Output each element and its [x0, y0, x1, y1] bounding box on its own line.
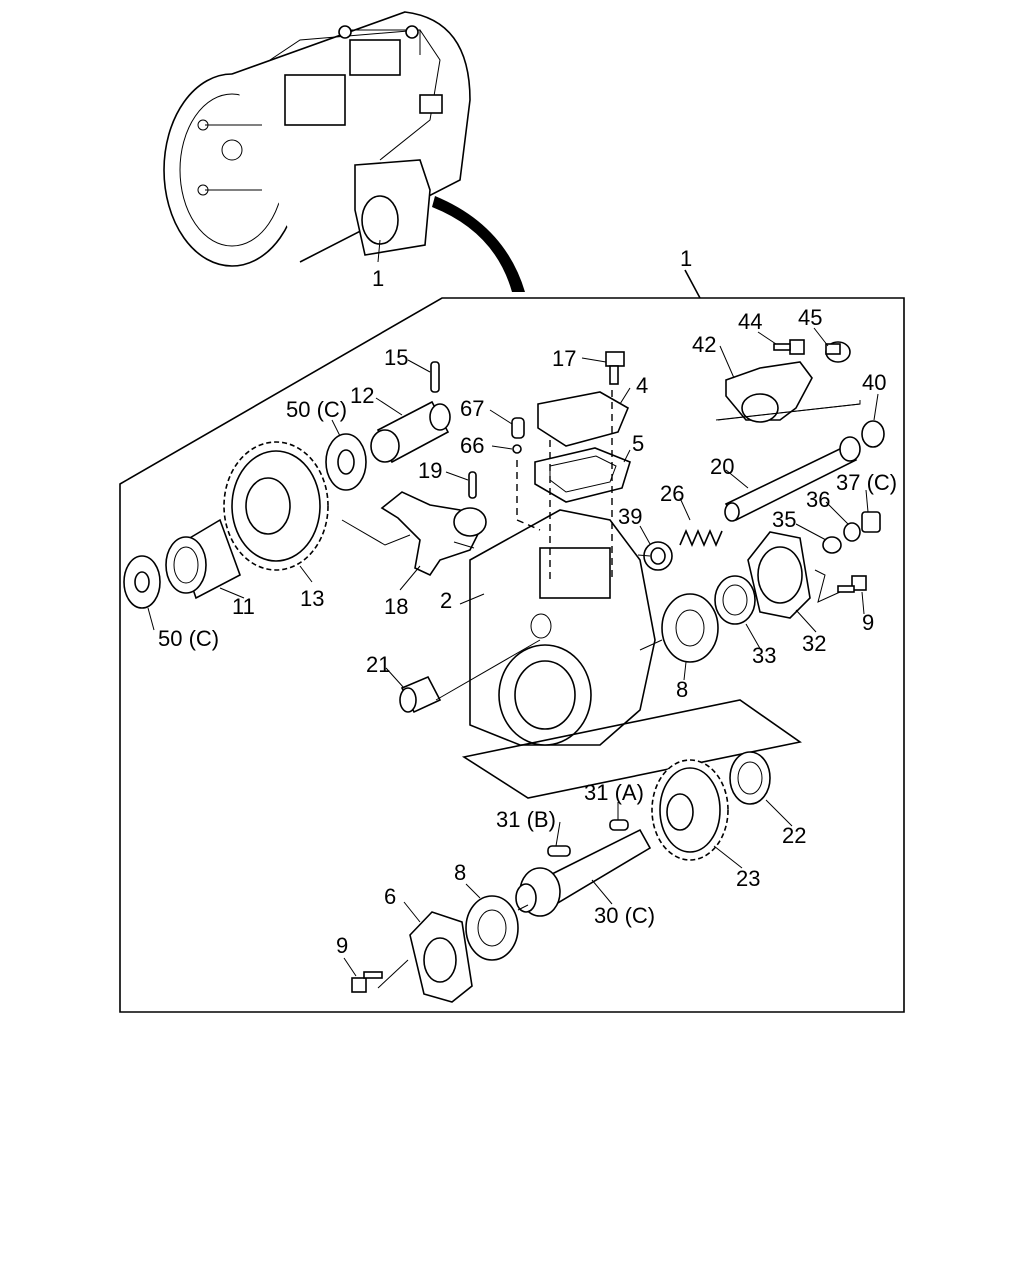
label-26: 26: [660, 481, 684, 506]
label-13: 13: [300, 586, 324, 611]
part-26-spring: [679, 528, 723, 548]
part-19-pin: [468, 471, 477, 499]
part-18-shift-fork: [380, 491, 487, 577]
label-8-lower: 8: [454, 860, 466, 885]
part-13-gear: [223, 441, 329, 571]
part-9-bolt-right: [837, 575, 867, 593]
part-20-shaft: [724, 436, 861, 522]
label-9-right: 9: [862, 610, 874, 635]
part-50c-washer-top: [325, 433, 367, 491]
label-37c: 37 (C): [836, 470, 897, 495]
part-50c-washer-bottom: [123, 555, 161, 609]
part-36-washer: [843, 522, 861, 542]
label-30c: 30 (C): [594, 903, 655, 928]
label-20: 20: [710, 454, 734, 479]
part-66-ball: [512, 444, 522, 454]
part-2-housing: [469, 509, 656, 746]
part-40-plug: [861, 420, 885, 448]
part-32-flange: [747, 531, 811, 619]
part-31a-key: [609, 819, 629, 831]
part-44-bolt: [773, 339, 805, 355]
label-36: 36: [806, 487, 830, 512]
label-31b: 31 (B): [496, 807, 556, 832]
label-5: 5: [632, 431, 644, 456]
part-6-flange: [409, 911, 473, 1003]
label-12: 12: [350, 383, 374, 408]
label-19: 19: [418, 458, 442, 483]
label-11: 11: [232, 594, 255, 619]
part-31b-key: [547, 845, 571, 857]
label-15: 15: [384, 345, 408, 370]
label-17: 17: [552, 346, 576, 371]
label-assembly: 1: [680, 246, 692, 271]
part-9-bolt-left: [351, 971, 383, 993]
label-22: 22: [782, 823, 806, 848]
part-33-oil-seal: [714, 575, 756, 625]
part-8-bearing-lower: [465, 895, 519, 961]
label-66: 66: [460, 433, 484, 458]
label-8-upper: 8: [676, 677, 688, 702]
detail-frame: [119, 297, 905, 1013]
label-39: 39: [618, 504, 642, 529]
part-42-cap: [717, 361, 861, 423]
part-30c-shaft: [515, 828, 652, 917]
part-12-shaft: [370, 400, 451, 464]
leader-lines: [147, 239, 879, 977]
label-40: 40: [862, 370, 886, 395]
part-35-washer: [822, 536, 842, 554]
label-32: 32: [802, 631, 826, 656]
part-15-pin: [430, 361, 440, 393]
label-33: 33: [752, 643, 776, 668]
part-21-sleeve: [399, 675, 442, 714]
detail-arrow: [432, 196, 525, 292]
label-4: 4: [636, 373, 648, 398]
assembly-lines: [341, 390, 861, 989]
part-23-gear: [651, 759, 729, 861]
part-39-bushing: [643, 541, 673, 571]
part-22-oil-seal: [729, 751, 771, 805]
label-67: 67: [460, 396, 484, 421]
label-42: 42: [692, 332, 716, 357]
label-6: 6: [384, 884, 396, 909]
part-45-plug: [825, 341, 851, 363]
part-37c-nut: [861, 511, 881, 533]
part-8-bearing-upper: [661, 593, 719, 663]
part-5-gasket: [534, 447, 631, 503]
label-23: 23: [736, 866, 760, 891]
transmission-overview-illustration: [163, 11, 471, 267]
part-11-needle-bearing: [165, 518, 241, 600]
part-labels: 1 1 15 12 50 (C) 67 66 17 4 5 19 42 44 4…: [158, 246, 897, 958]
label-2: 2: [440, 588, 452, 613]
label-50c-top: 50 (C): [286, 397, 347, 422]
label-9-left: 9: [336, 933, 348, 958]
label-31a: 31 (A): [584, 780, 644, 805]
label-50c-bottom: 50 (C): [158, 626, 219, 651]
label-45: 45: [798, 305, 822, 330]
label-18: 18: [384, 594, 408, 619]
label-35: 35: [772, 507, 796, 532]
label-21: 21: [366, 652, 390, 677]
label-44: 44: [738, 309, 762, 334]
part-17-bolt: [605, 351, 625, 385]
part-67-dowel: [511, 417, 525, 439]
label-assembly-top: 1: [372, 266, 384, 291]
part-4-cover-plate: [537, 391, 630, 447]
